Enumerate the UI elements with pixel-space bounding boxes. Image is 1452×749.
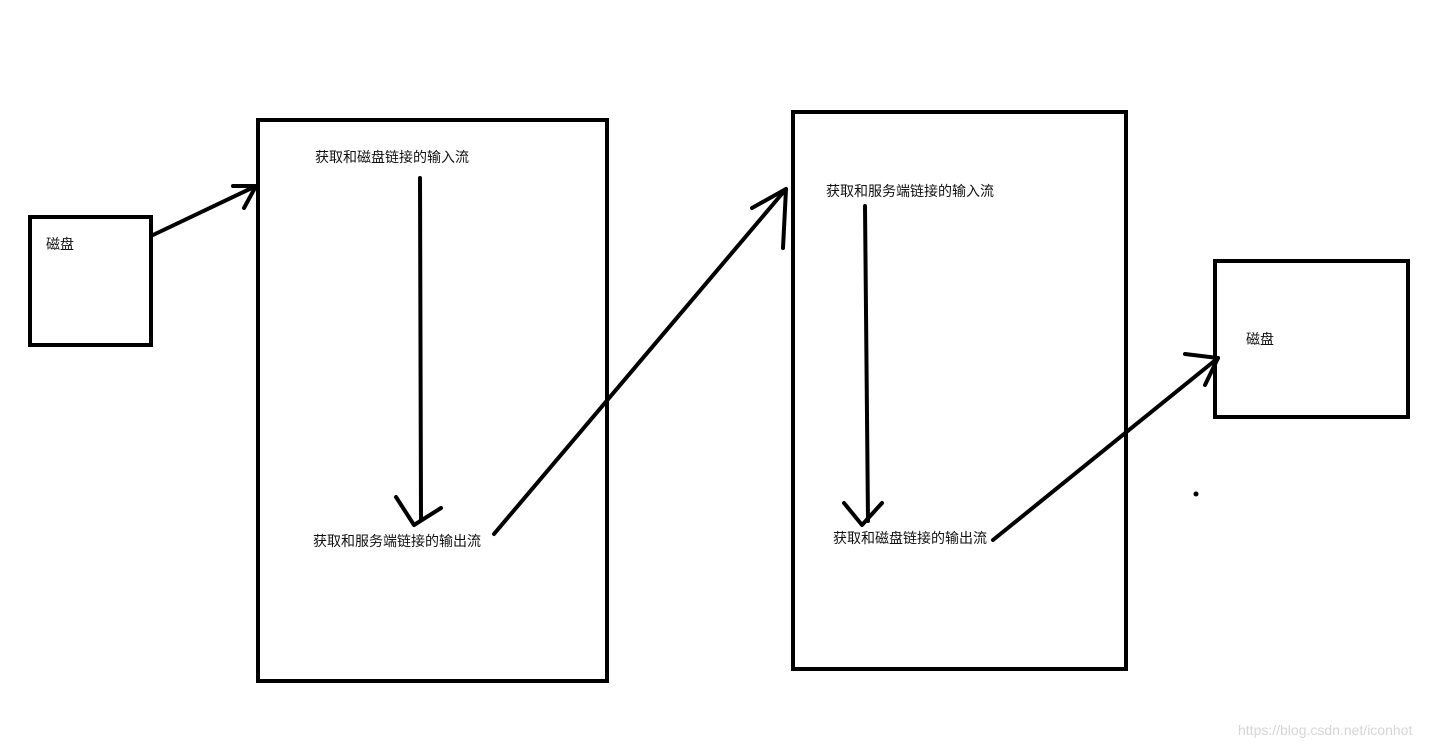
server1-input-label: 获取和磁盘链接的输入流 bbox=[315, 150, 469, 166]
arrow-server2-down bbox=[863, 204, 870, 523]
server1-output-label: 获取和服务端链接的输出流 bbox=[313, 534, 481, 550]
arrow-disk-to-server1 bbox=[151, 184, 258, 237]
server1-box bbox=[256, 118, 609, 683]
arrowhead-server2-down bbox=[842, 501, 884, 527]
arrowhead-server1-to-server2 bbox=[750, 187, 788, 250]
left-disk-box bbox=[28, 215, 153, 347]
server2-output-label: 获取和磁盘链接的输出流 bbox=[833, 531, 987, 547]
stray-dot bbox=[1193, 491, 1199, 497]
arrow-server2-to-disk bbox=[991, 356, 1220, 542]
arrow-server1-down bbox=[418, 176, 423, 522]
right-disk-box bbox=[1213, 259, 1410, 419]
arrowhead-server1-down bbox=[394, 495, 443, 527]
server2-input-label: 获取和服务端链接的输入流 bbox=[826, 184, 994, 200]
server2-box bbox=[791, 110, 1128, 671]
left-disk-label: 磁盘 bbox=[46, 237, 74, 253]
arrow-server1-to-server2 bbox=[492, 187, 788, 536]
right-disk-label: 磁盘 bbox=[1246, 332, 1274, 348]
arrowhead-server2-to-disk bbox=[1183, 352, 1220, 387]
watermark-text: https://blog.csdn.net/iconhot bbox=[1238, 722, 1413, 738]
arrowhead-disk-to-server1 bbox=[231, 184, 258, 210]
